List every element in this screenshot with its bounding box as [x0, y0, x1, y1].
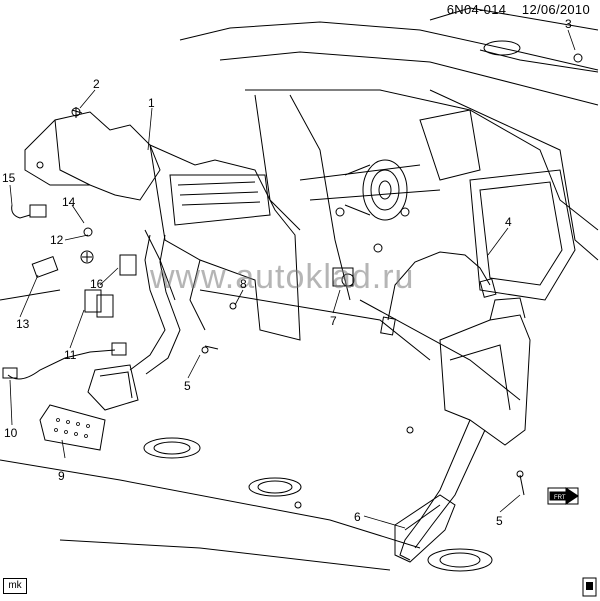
callout-6: 6 [354, 510, 361, 524]
callout-12: 12 [50, 233, 64, 247]
callout-1: 1 [148, 96, 155, 110]
fasteners [71, 40, 583, 509]
callout-8: 8 [240, 277, 247, 291]
pedal-bracket [24, 111, 301, 341]
firewall-panel [0, 7, 599, 401]
callout-3: 3 [565, 17, 572, 31]
manual-book-icon [582, 577, 597, 597]
callout-5a: 5 [184, 379, 191, 393]
svg-text:FRT: FRT [554, 495, 566, 501]
callout-5b: 5 [496, 514, 503, 528]
brake-switches [2, 204, 137, 380]
callout-10: 10 [4, 426, 18, 440]
callout-13: 13 [16, 317, 30, 331]
brake-pedal-pad [39, 404, 106, 451]
mk-badge: mk [3, 578, 27, 594]
callout-14: 14 [62, 195, 76, 209]
callout-9: 9 [58, 469, 65, 483]
watermark-text: www.autoklad.ru [150, 258, 415, 296]
callout-15: 15 [2, 171, 16, 185]
diagram-code: 6N04-014 [446, 2, 507, 17]
diagram-date: 12/06/2010 [521, 2, 590, 17]
callout-4: 4 [505, 215, 512, 229]
wiring-harness [380, 251, 497, 336]
brake-booster [335, 159, 410, 253]
leader-lines [9, 29, 576, 529]
front-arrow-icon: FRT [547, 487, 579, 505]
callout-7: 7 [330, 314, 337, 328]
callout-11: 11 [64, 348, 77, 362]
accelerator-pedal [394, 297, 531, 563]
brake-pedal [87, 234, 181, 411]
callout-2: 2 [93, 77, 100, 91]
floor-plugs [0, 437, 493, 572]
diagram-header: 6N04-014 12/06/2010 [447, 2, 590, 17]
callout-16: 16 [90, 277, 104, 291]
